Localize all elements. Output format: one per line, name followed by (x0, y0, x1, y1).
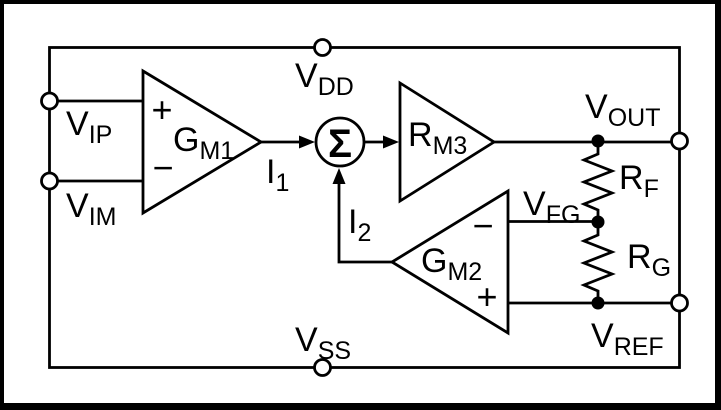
i2-label: I2 (348, 203, 371, 247)
pin-vim (40, 171, 59, 191)
i1-label: I1 (266, 153, 289, 197)
gm2-label: GM2 (421, 242, 482, 286)
rf-label: RF (619, 159, 659, 203)
node-dot-vout (591, 134, 605, 148)
resistor-rf (580, 141, 616, 222)
vim-label: VIM (66, 187, 116, 231)
package-boundary (48, 46, 681, 369)
summing-node-circle (314, 116, 366, 168)
circuit-diagram-svg: VDD VSS VIP VIM VOUT VFG VREF GM1 RM3 GM… (40, 38, 689, 377)
gm1-minus-input-label: − (152, 147, 173, 188)
gm2-plus-input-label: + (476, 276, 497, 317)
vfg-label: VFG (523, 185, 580, 229)
gm1-plus-input-label: + (151, 89, 172, 130)
node-dot-vref (591, 296, 605, 310)
gm1-label: GM1 (173, 121, 234, 165)
pin-vip (40, 91, 59, 111)
sigma-symbol: Σ (328, 122, 352, 166)
arrowhead-i1-icon (299, 135, 315, 149)
arrowhead-i2-icon (332, 168, 346, 184)
arrowhead-sum-icon (383, 135, 399, 149)
resistor-rg (580, 222, 616, 303)
pin-vout (670, 131, 689, 151)
rm3-label: RM3 (408, 116, 467, 160)
pin-vdd (313, 38, 332, 57)
pin-vss (313, 358, 332, 377)
wire-i2 (337, 182, 392, 264)
vref-label: VREF (591, 317, 664, 361)
gm2-amplifier-triangle (389, 188, 510, 336)
vout-label: VOUT (585, 88, 660, 132)
rm3-amplifier-triangle (398, 80, 497, 204)
gm2-minus-input-label: − (472, 205, 493, 246)
rg-label: RG (627, 238, 671, 282)
vdd-label: VDD (295, 57, 354, 101)
gm1-amplifier-triangle (141, 68, 264, 216)
vss-label: VSS (295, 321, 351, 365)
vip-label: VIP (66, 105, 112, 149)
node-dot-vfg (591, 215, 605, 229)
pin-vref (670, 293, 689, 313)
